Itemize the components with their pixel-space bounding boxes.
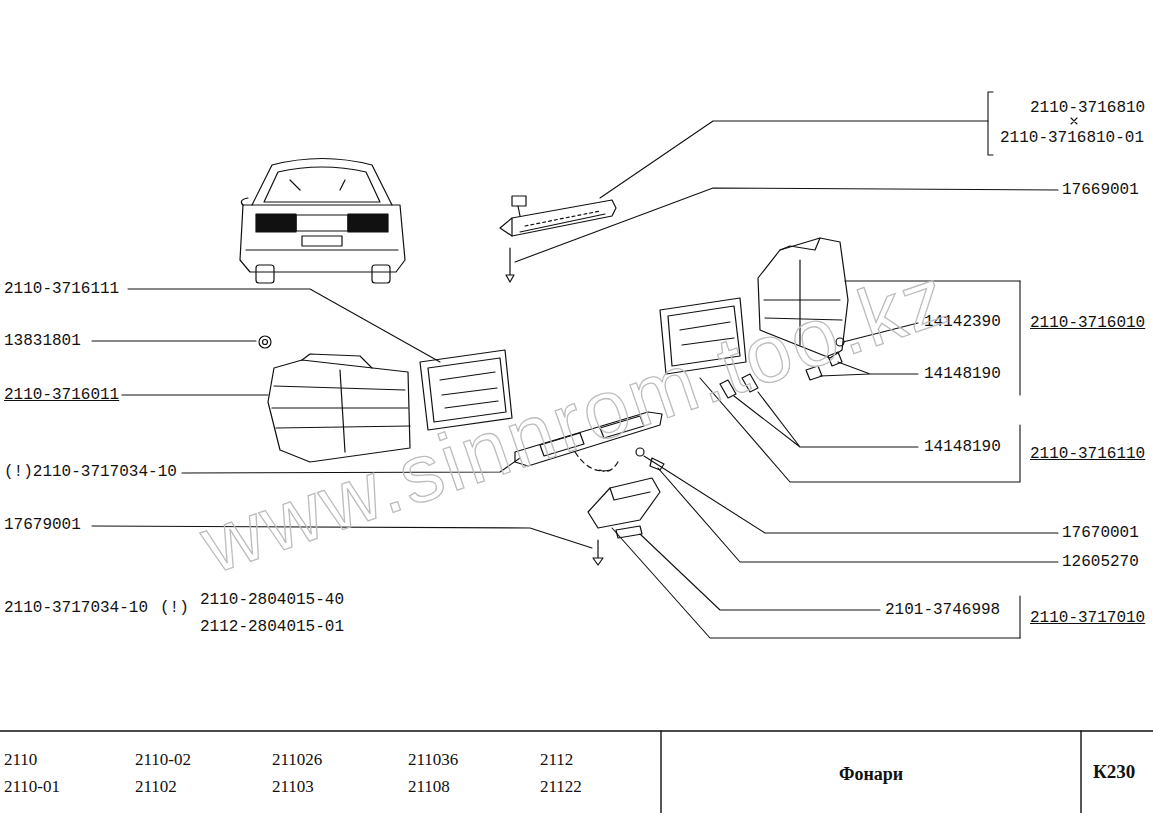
assembly-number: 2110-3716011	[4, 385, 119, 405]
part-number: 2110-2804015-40	[200, 590, 344, 610]
part-number: 2110-3716111	[4, 279, 119, 299]
part-number: 14148190	[924, 364, 1001, 384]
part-number: 13831801	[4, 331, 81, 351]
part-number: 17670001	[1062, 523, 1139, 543]
model-cell: 211036	[408, 750, 458, 770]
note-mark: (!)	[160, 598, 189, 618]
model-cell: 2110	[4, 750, 37, 770]
car-rear-view	[240, 159, 405, 284]
assembly-number: 2110-3716110	[1030, 444, 1145, 464]
part-number: 12605270	[1062, 552, 1139, 572]
part-number: 14148190	[924, 437, 1001, 457]
watermark: www.sinnrom.too.kz	[190, 250, 960, 590]
model-cell: 21103	[272, 777, 314, 797]
sheet-title: Фонари	[839, 763, 903, 785]
part-number: 2110-3717034-10	[4, 598, 148, 618]
model-cell: 21122	[540, 777, 582, 797]
part-number: (!)2110-3717034-10	[4, 462, 177, 482]
model-cell: 2110-01	[4, 777, 60, 797]
title-block-lines	[0, 731, 1153, 813]
part-number: 17669001	[1062, 180, 1139, 200]
part-number: 2110-3716810-01	[1000, 128, 1144, 148]
plate-light	[588, 448, 664, 565]
assembly-number: 2110-3716010	[1030, 313, 1145, 333]
part-number: 2110-3716810	[1030, 98, 1145, 118]
assembly-number: 2110-3717010	[1030, 608, 1145, 628]
page-code: К230	[1093, 762, 1135, 782]
model-cell: 2110-02	[135, 750, 191, 770]
leader-lines	[92, 92, 1077, 638]
model-cell: 2112	[540, 750, 573, 770]
part-number: 2112-2804015-01	[200, 617, 344, 637]
part-number: 2101-3746998	[885, 600, 1000, 620]
stop-lamp	[500, 196, 616, 282]
model-cell: 211026	[272, 750, 322, 770]
model-cell: 21102	[135, 777, 177, 797]
model-cell: 21108	[408, 777, 450, 797]
part-number: 17679001	[4, 515, 81, 535]
